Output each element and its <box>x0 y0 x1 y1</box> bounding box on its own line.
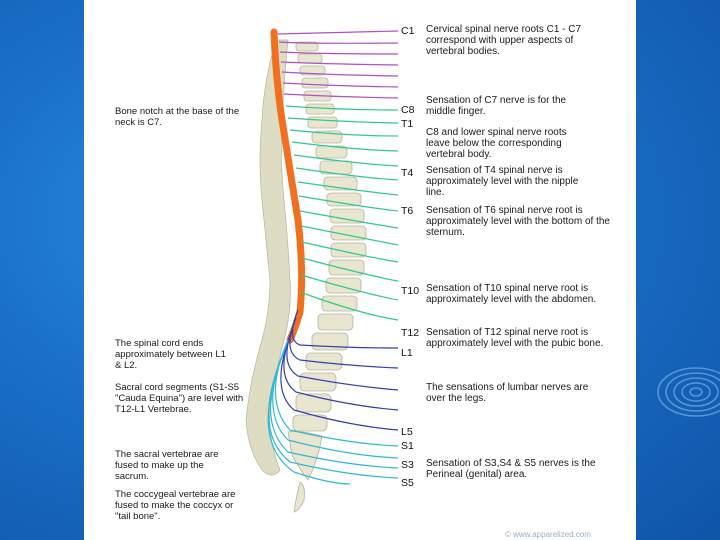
water-ripple-icon <box>657 367 720 417</box>
t6-sensation-note: Sensation of T6 spinal nerve root is app… <box>426 205 610 238</box>
coccygeal-note: The coccygeal vertebrae are fused to mak… <box>115 489 236 522</box>
level-label-t4: T4 <box>401 167 414 179</box>
level-label-s5: S5 <box>401 477 414 489</box>
level-label-s1: S1 <box>401 440 414 452</box>
cervical-nerves <box>277 30 399 99</box>
t12-sensation-note: Sensation of T12 spinal nerve root is ap… <box>426 327 604 349</box>
level-label-c1: C1 <box>401 25 415 37</box>
cervical-roots-note: Cervical spinal nerve roots C1 - C7 corr… <box>426 24 582 57</box>
c8-lower-note: C8 and lower spinal nerve roots leave be… <box>426 127 567 160</box>
level-label-t10: T10 <box>401 285 420 297</box>
s3-s5-sensation-note: Sensation of S3,S4 & S5 nerves is the Pe… <box>426 458 596 480</box>
level-label-t1: T1 <box>401 118 414 130</box>
c7-sensation-note: Sensation of C7 nerve is for the middle … <box>426 95 567 117</box>
level-label-s3: S3 <box>401 459 414 471</box>
spinal-cord <box>270 28 306 344</box>
sacral-fused-note: The sacral vertebrae are fused to make u… <box>115 449 219 482</box>
lumbar-nerves <box>280 309 399 431</box>
level-label-c8: C8 <box>401 104 415 116</box>
level-label-l5: L5 <box>401 426 413 438</box>
t10-sensation-note: Sensation of T10 spinal nerve root is ap… <box>426 283 597 305</box>
vertebral-column <box>287 41 367 513</box>
level-label-l1: L1 <box>401 347 413 359</box>
bone-notch-note: Bone notch at the base of the neck is C7… <box>115 106 240 128</box>
thoracic-nerves <box>285 105 399 321</box>
image-credit: © www.apparelized.com <box>505 530 591 539</box>
t4-sensation-note: Sensation of T4 spinal nerve is approxim… <box>426 165 579 198</box>
lumbar-sensation-note: The sensations of lumbar nerves are over… <box>426 382 589 404</box>
level-label-t12: T12 <box>401 327 420 339</box>
level-label-t6: T6 <box>401 205 414 217</box>
sacral-segments-note: Sacral cord segments (S1-S5 "Cauda Equin… <box>115 382 244 415</box>
sacral-nerves <box>267 339 399 485</box>
cord-ends-note: The spinal cord ends approximately betwe… <box>115 338 226 371</box>
spinous-processes <box>245 39 291 476</box>
